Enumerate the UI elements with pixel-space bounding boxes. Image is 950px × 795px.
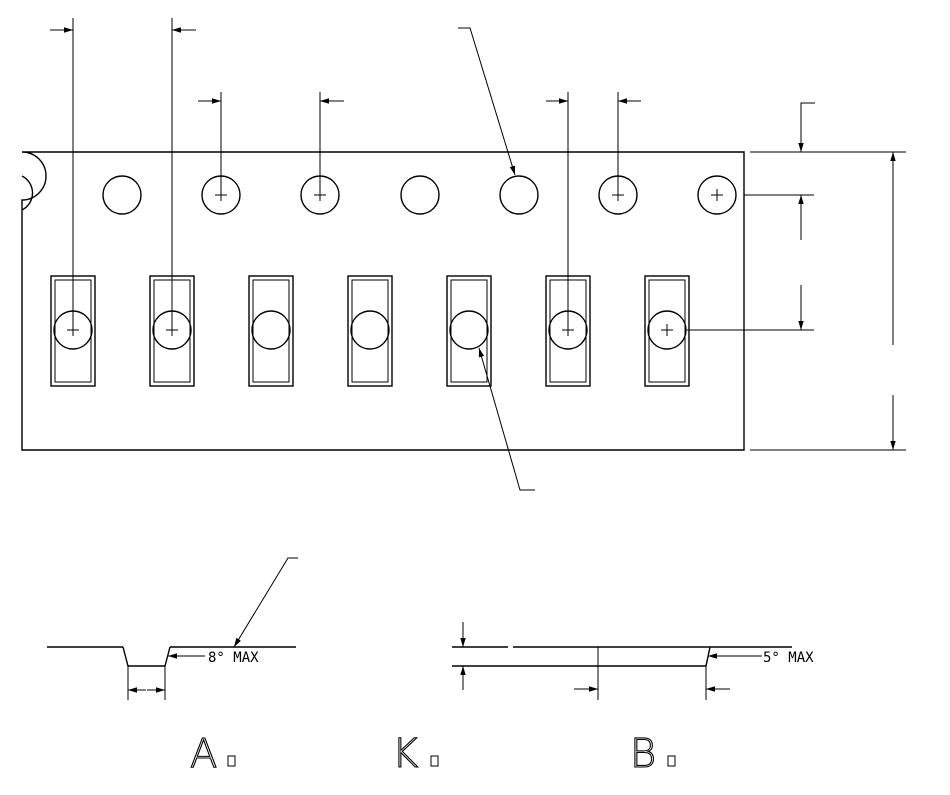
pocket xyxy=(446,275,492,387)
dimension-symbols: A K B xyxy=(189,730,676,778)
symbol-a0: A xyxy=(190,731,217,777)
sprocket-hole xyxy=(102,175,142,215)
subscript-zero xyxy=(430,755,439,767)
sprocket-hole xyxy=(499,175,539,215)
pocket xyxy=(248,275,294,387)
dimension-lines-top xyxy=(50,18,906,491)
sprocket-hole xyxy=(697,175,737,215)
symbol-b0: B xyxy=(630,731,656,777)
symbol-k0: K xyxy=(392,731,418,777)
subscript-zero xyxy=(227,755,236,767)
pocket xyxy=(347,275,393,387)
tape-outline xyxy=(21,151,745,451)
tape-wall-angle-label: 5° MAX xyxy=(763,650,814,666)
component-pockets xyxy=(50,275,690,387)
sprocket-holes xyxy=(102,175,737,215)
section-view-a0: 8° MAX xyxy=(47,557,298,700)
sprocket-hole xyxy=(400,175,440,215)
section-view-b0: 5° MAX xyxy=(452,622,814,700)
subscript-zero xyxy=(667,755,676,767)
pocket-wall-angle-label: 8° MAX xyxy=(208,650,259,666)
pocket xyxy=(644,275,690,387)
